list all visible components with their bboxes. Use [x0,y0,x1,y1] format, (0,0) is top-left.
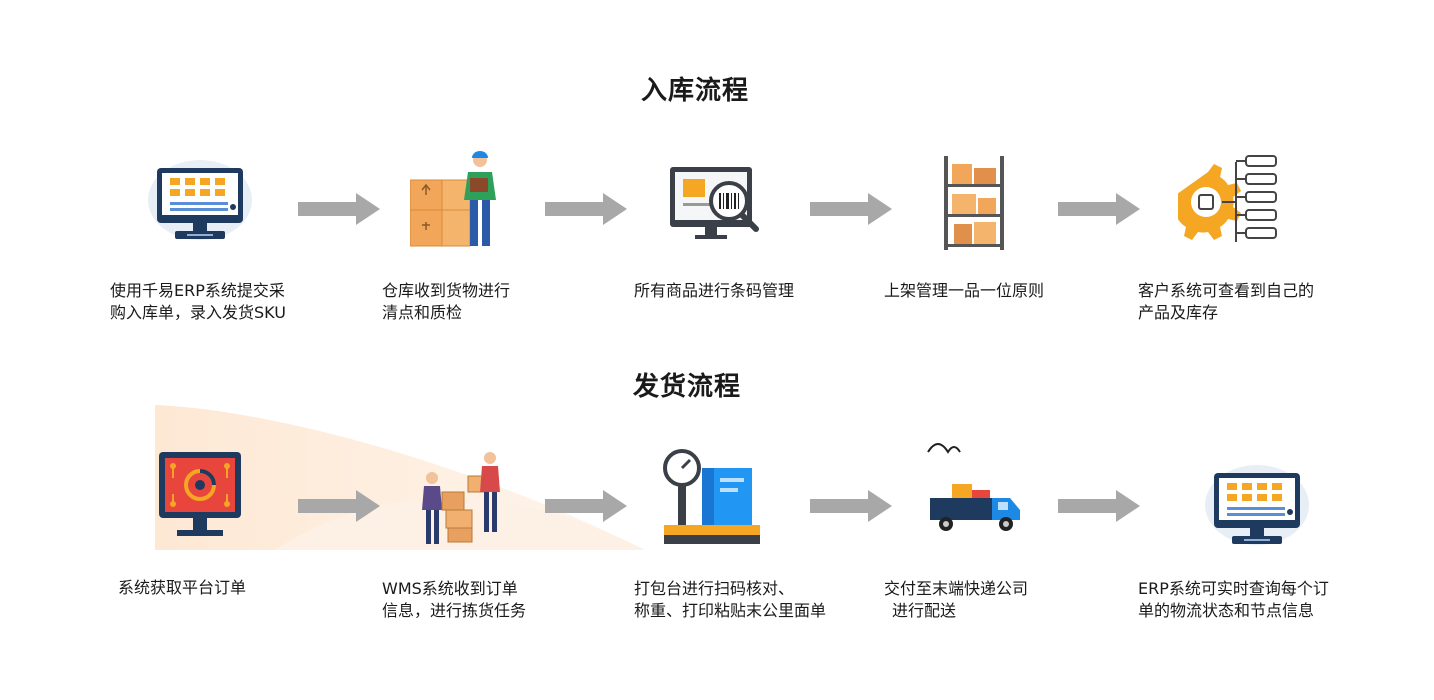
outbound-step-2-label: WMS系统收到订单信息，进行拣货任务 [382,579,527,620]
flow-arrow [810,193,892,225]
outbound-step-4-label: 交付至末端快递公司进行配送 [884,579,1029,620]
flow-arrow [298,490,380,522]
order-monitor-icon [159,452,241,536]
inbound-step-1-label: 使用千易ERP系统提交采购入库单，录入发货SKU [110,281,286,322]
inbound-step-4-label: 上架管理一品一位原则 [884,281,1045,300]
inbound-step-5-label: 客户系统可查看到自己的产品及库存 [1138,281,1315,322]
flow-arrow [810,490,892,522]
delivery-truck-icon [927,443,1020,531]
inbound-title: 入库流程 [640,76,749,106]
gear-tree-icon [1178,155,1277,242]
flow-arrow [298,193,380,225]
warehouse-worker-icon [410,151,496,247]
flow-arrow [545,193,627,225]
shelf-icon [944,156,1004,250]
inbound-step-2-label: 仓库收到货物进行清点和质检 [382,281,511,322]
erp-terminal-icon [1205,465,1309,545]
flow-arrow [1058,193,1140,225]
outbound-title: 发货流程 [632,372,741,402]
barcode-scan-icon [670,167,759,239]
scale-package-icon [663,449,760,544]
outbound-step-5-label: ERP系统可实时查询每个订单的物流状态和节点信息 [1138,579,1329,620]
outbound-step-1-label: 系统获取平台订单 [118,578,247,597]
inbound-step-3-label: 所有商品进行条码管理 [634,281,795,300]
flow-arrow [1058,490,1140,522]
erp-terminal-icon [148,160,252,240]
outbound-step-3-label: 打包台进行扫码核对、称重、打印粘贴末公里面单 [634,579,827,620]
flow-arrow [545,490,627,522]
picking-workers-icon [422,452,500,544]
